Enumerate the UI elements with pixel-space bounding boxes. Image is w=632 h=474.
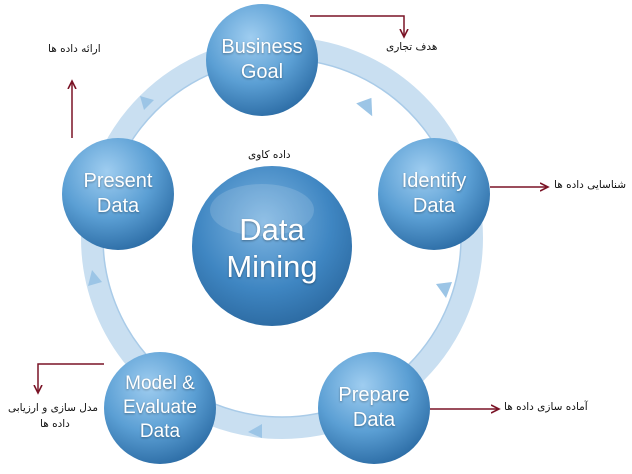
model-evaluate-label: Model & Evaluate Data [123, 373, 197, 442]
model-evaluate-persian-label-line2: داده ها [40, 418, 70, 430]
identify-data-persian-label: شناسایی داده ها [554, 179, 627, 191]
prepare-data-label: Prepare Data [338, 384, 410, 431]
identify-data-label: Identify Data [401, 170, 467, 217]
present-data-label: Present Data [83, 170, 153, 217]
prepare-data-persian-label: آماده سازی داده ها [504, 401, 588, 413]
business-goal-callout-arrow [310, 15, 404, 36]
business-goal-persian-label: هدف تجاری [386, 41, 438, 53]
node-business-goal [206, 4, 318, 116]
node-model-evaluate [104, 352, 216, 464]
business-goal-label: Business Goal [221, 36, 303, 83]
node-identify-data [378, 138, 490, 250]
center-circle-highlight [210, 184, 314, 236]
model-evaluate-callout-arrow [38, 363, 104, 392]
ring-arrow-chevrons [88, 96, 452, 438]
model-evaluate-persian-label-line1: مدل سازی و ارزیابی [8, 402, 98, 414]
node-present-data [62, 138, 174, 250]
present-data-persian-label: ارائه داده ها [48, 43, 101, 55]
node-prepare-data [318, 352, 430, 464]
data-mining-label: Data Mining [226, 211, 318, 284]
center-circle [192, 166, 352, 326]
center-persian-label: داده کاوی [248, 149, 291, 161]
